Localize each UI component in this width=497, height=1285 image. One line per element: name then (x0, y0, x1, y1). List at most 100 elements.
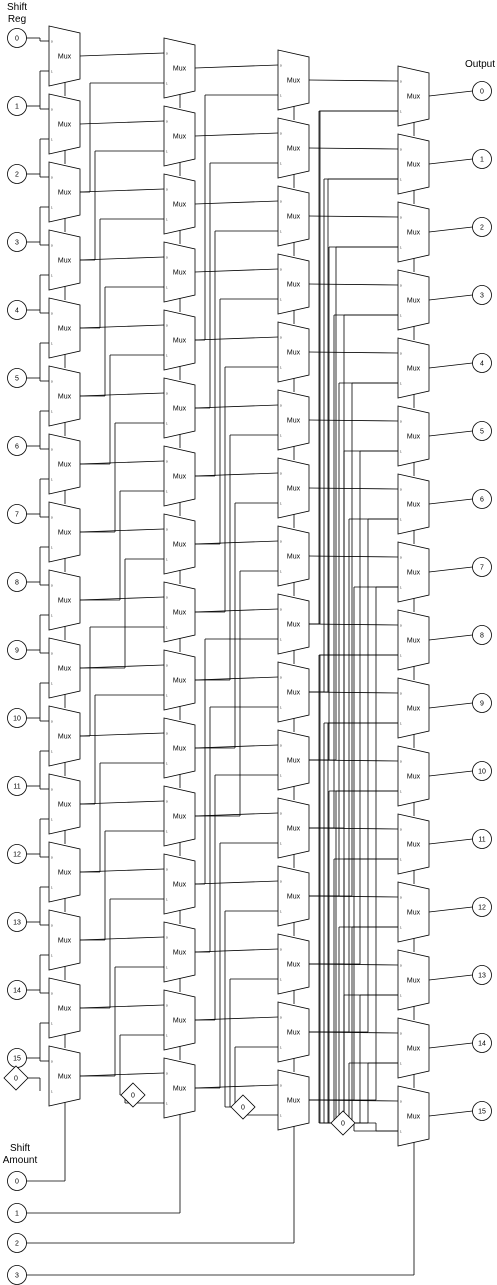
shift-reg-title-line2: Reg (7, 14, 27, 25)
mux-port-0: 0 (400, 828, 402, 832)
mux-port-1: 1 (400, 110, 402, 114)
mux-port-1: 1 (280, 366, 282, 370)
output-bit-label: 9 (480, 701, 484, 708)
mux-port-1: 1 (51, 818, 53, 822)
stage-wire (194, 608, 279, 613)
mux-port-0: 0 (51, 244, 53, 248)
mux-label: Mux (173, 1018, 187, 1025)
mux-port-0: 0 (280, 676, 282, 680)
mux-label: Mux (407, 842, 421, 849)
input-bit-circle (7, 980, 27, 1000)
mux-port-1: 1 (166, 898, 168, 902)
mux-block (163, 1057, 196, 1119)
mux-port-1: 1 (51, 886, 53, 890)
mux-block (397, 745, 430, 807)
mux-label: Mux (287, 418, 301, 425)
input-bit-label: 6 (15, 444, 19, 451)
stage-wire (308, 147, 399, 150)
mux-port-1: 1 (400, 178, 402, 182)
output-wire (428, 702, 473, 709)
mux-port-1: 1 (166, 286, 168, 290)
mux-port-0: 0 (400, 964, 402, 968)
mux-port-1: 1 (166, 830, 168, 834)
output-bit-label: 15 (478, 1109, 486, 1116)
mux-port-1: 1 (51, 206, 53, 210)
shift-amount-label: 0 (15, 1179, 19, 1186)
output-wire (428, 906, 473, 913)
mux-port-0: 0 (280, 880, 282, 884)
mux-label: Mux (407, 706, 421, 713)
mux-port-0: 0 (280, 744, 282, 748)
mux-block (163, 309, 196, 371)
mux-port-0: 0 (400, 80, 402, 84)
mux-block (277, 321, 310, 383)
mux-label: Mux (287, 214, 301, 221)
mux-port-1: 1 (166, 626, 168, 630)
mux-block (163, 513, 196, 575)
mux-label: Mux (287, 1098, 301, 1105)
output-bit-label: 0 (480, 89, 484, 96)
mux-block (397, 881, 430, 943)
mux-label: Mux (173, 406, 187, 413)
mux-block (48, 365, 81, 427)
mux-block (163, 241, 196, 303)
mux-block (277, 933, 310, 995)
mux-block (277, 253, 310, 315)
mux-port-0: 0 (280, 1084, 282, 1088)
mux-port-0: 0 (166, 528, 168, 532)
mux-port-0: 0 (280, 404, 282, 408)
output-bit-label: 8 (480, 633, 484, 640)
mux-port-0: 0 (51, 176, 53, 180)
mux-port-1: 1 (280, 1114, 282, 1118)
mux-port-1: 1 (166, 966, 168, 970)
mux-port-1: 1 (166, 354, 168, 358)
mux-label: Mux (58, 530, 72, 537)
output-bit-circle (472, 353, 492, 373)
mux-port-1: 1 (280, 230, 282, 234)
mux-block (48, 93, 81, 155)
mux-port-1: 1 (51, 410, 53, 414)
mux-label: Mux (58, 394, 72, 401)
mux-block (163, 785, 196, 847)
mux-label: Mux (58, 462, 72, 469)
input-bit-label: 9 (15, 648, 19, 655)
stage-wire (79, 460, 165, 465)
mux-block (48, 637, 81, 699)
mux-port-0: 0 (51, 312, 53, 316)
zero-constant-label: 0 (341, 1121, 345, 1128)
mux-port-1: 1 (166, 1102, 168, 1106)
mux-block (397, 609, 430, 671)
mux-port-1: 1 (166, 422, 168, 426)
output-bit-label: 3 (480, 293, 484, 300)
mux-port-1: 1 (51, 342, 53, 346)
mux-port-1: 1 (51, 1022, 53, 1026)
mux-label: Mux (58, 1006, 72, 1013)
mux-port-1: 1 (51, 750, 53, 754)
mux-block (277, 185, 310, 247)
mux-block (163, 921, 196, 983)
output-bit-label: 11 (478, 837, 485, 844)
mux-label: Mux (407, 1046, 421, 1053)
mux-block (277, 1001, 310, 1063)
mux-port-0: 0 (166, 392, 168, 396)
mux-port-1: 1 (51, 614, 53, 618)
mux-port-1: 1 (166, 218, 168, 222)
stage-wire (79, 188, 165, 193)
output-wire (428, 974, 473, 981)
stage-wire (194, 948, 279, 953)
mux-label: Mux (407, 298, 421, 305)
mux-port-0: 0 (166, 936, 168, 940)
mux-block (163, 377, 196, 439)
shift-reg-title: Shift Reg (0, 2, 34, 26)
mux-port-1: 1 (400, 586, 402, 590)
output-bit-circle (472, 965, 492, 985)
output-bit-label: 13 (478, 973, 486, 980)
mux-block (163, 581, 196, 643)
input-bit-label: 10 (13, 716, 21, 723)
mux-label: Mux (58, 326, 72, 333)
mux-port-0: 0 (280, 200, 282, 204)
mux-port-1: 1 (280, 162, 282, 166)
mux-block (163, 989, 196, 1051)
stage-wire (79, 52, 165, 57)
mux-port-1: 1 (280, 638, 282, 642)
